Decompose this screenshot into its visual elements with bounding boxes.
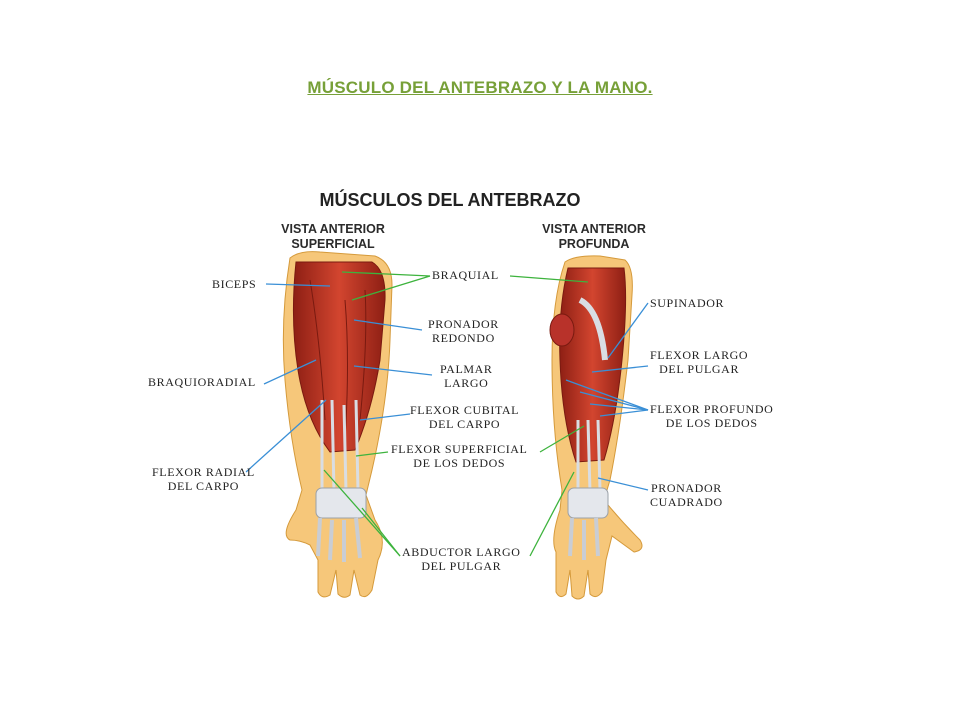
label-biceps: BICEPS [212, 277, 257, 291]
right-view-label: VISTA ANTERIOR PROFUNDA [542, 222, 646, 251]
label-flexor-largo-pulgar: FLEXOR LARGO DEL PULGAR [650, 348, 749, 376]
figure-heading: MÚSCULOS DEL ANTEBRAZO [319, 190, 581, 210]
right-arm-deep [549, 255, 643, 600]
label-braquioradial: BRAQUIORADIAL [148, 375, 256, 389]
label-abductor-largo: ABDUCTOR LARGO DEL PULGAR [402, 545, 521, 573]
label-braquial: BRAQUIAL [432, 268, 499, 282]
label-supinador: SUPINADOR [650, 296, 725, 310]
leader-lines-blue [245, 283, 649, 491]
label-flexor-superficial: FLEXOR SUPERFICIAL DE LOS DEDOS [391, 442, 528, 470]
label-pronador-redondo: PRONADOR REDONDO [428, 317, 499, 345]
label-flexor-profundo: FLEXOR PROFUNDO DE LOS DEDOS [650, 402, 774, 430]
left-view-label: VISTA ANTERIOR SUPERFICIAL [281, 222, 385, 251]
label-pronador-cuadrado: PRONADOR CUADRADO [650, 481, 723, 509]
leader-lines-green [323, 271, 589, 557]
label-flexor-radial: FLEXOR RADIAL DEL CARPO [152, 465, 255, 493]
label-palmar-largo: PALMAR LARGO [440, 362, 493, 390]
page-title: MÚSCULO DEL ANTEBRAZO Y LA MANO. [307, 78, 653, 97]
label-flexor-cubital: FLEXOR CUBITAL DEL CARPO [410, 403, 520, 431]
